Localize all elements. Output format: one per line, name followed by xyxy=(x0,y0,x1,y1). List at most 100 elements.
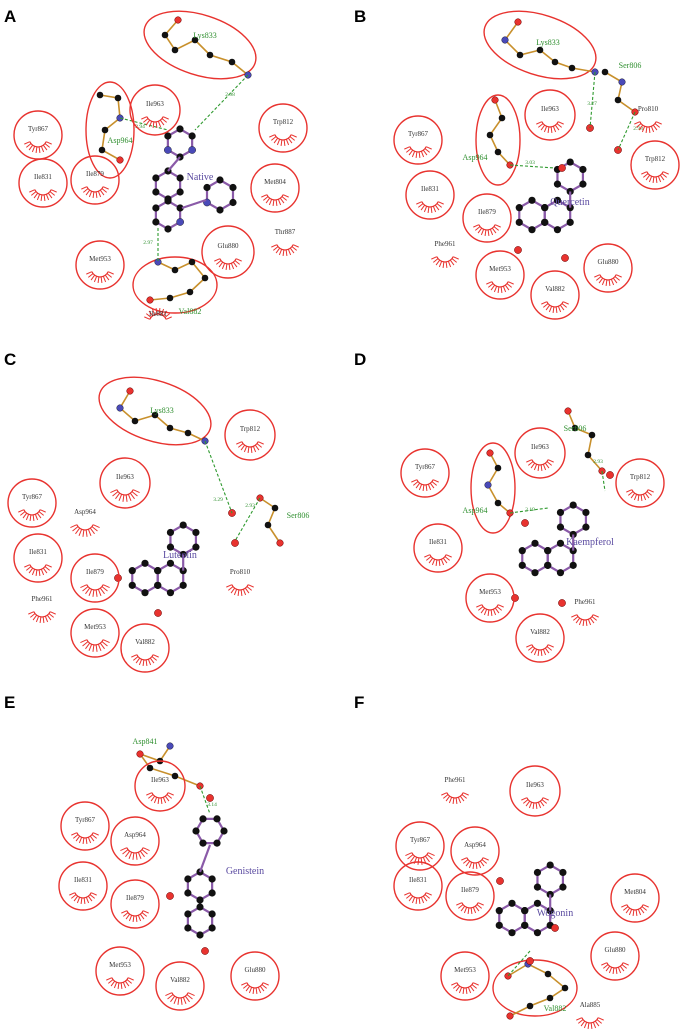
carbon-atom xyxy=(528,196,536,204)
residue-label: Glu880 xyxy=(605,946,627,954)
hydrophobic-spoke xyxy=(29,613,36,618)
hydrophobic-spoke xyxy=(621,904,627,908)
hydrophobic-spoke xyxy=(475,862,478,869)
hydrophobic-spoke xyxy=(652,176,655,183)
hydrophobic-spoke xyxy=(626,489,632,493)
hydrophobic-arc xyxy=(29,141,47,148)
carbon-atom xyxy=(216,176,224,184)
hydrogen-bond xyxy=(234,497,261,542)
carbon-atom xyxy=(508,899,516,907)
hydrophobic-spoke xyxy=(423,206,428,213)
hydrophobic-spoke xyxy=(155,308,158,315)
hydrophobic-spoke xyxy=(415,897,418,904)
bond-distance-label: 3.29 xyxy=(213,497,223,503)
panel-letter: F xyxy=(354,693,364,712)
hydrophobic-spoke xyxy=(429,482,435,489)
hydrophobic-spoke xyxy=(473,224,479,228)
carbon-atom xyxy=(228,58,236,66)
residue-circle xyxy=(258,103,308,153)
hydrophobic-spoke xyxy=(420,151,425,158)
hydrophobic-spoke xyxy=(537,464,540,471)
hydrophobic-arc xyxy=(231,584,249,591)
residue-label: Met804 xyxy=(264,178,286,186)
hydrophobic-spoke xyxy=(97,644,102,652)
residue-contact: Trp812 xyxy=(224,409,276,461)
hydrophobic-spoke xyxy=(445,795,451,802)
carbon-atom xyxy=(528,226,536,234)
hydrophobic-spoke xyxy=(442,557,448,564)
hydrophobic-spoke xyxy=(186,994,193,1000)
residue-contact: Phe961 xyxy=(431,240,459,268)
hydrophobic-arc xyxy=(246,982,264,989)
bonded-residue-label: Ser806 xyxy=(564,424,587,433)
ligand-name: Wogonin xyxy=(537,908,573,919)
carbon-atom xyxy=(516,51,524,59)
hydrophobic-spoke xyxy=(598,1017,604,1021)
hydrophobic-arc xyxy=(34,189,52,196)
residue-contact: Val882 xyxy=(120,623,170,673)
hydrophobic-spoke xyxy=(595,276,602,281)
carbon-atom xyxy=(114,94,122,102)
hydrophobic-spoke xyxy=(97,276,100,283)
hydrophobic-spoke xyxy=(83,897,86,904)
ligand-ring xyxy=(559,503,588,536)
carbon-atom xyxy=(213,839,221,847)
hydrophobic-spoke xyxy=(139,913,145,920)
oxygen-atom xyxy=(201,947,209,955)
hydrophobic-spoke xyxy=(120,982,123,989)
hydrophobic-spoke xyxy=(552,126,557,133)
carbon-atom xyxy=(208,875,216,883)
residue-circle xyxy=(440,951,490,1001)
residue-label: Ile879 xyxy=(86,170,104,178)
hydrophobic-spoke xyxy=(126,979,133,984)
hydrophobic-spoke xyxy=(244,587,250,594)
hydrophobic-spoke xyxy=(418,151,421,158)
carbon-atom xyxy=(101,126,109,134)
hydrophobic-spoke xyxy=(259,985,265,992)
hydrophobic-spoke xyxy=(404,892,410,896)
hydrophobic-arc xyxy=(416,479,434,486)
hydrophobic-spoke xyxy=(85,897,90,904)
oxygen-atom xyxy=(514,246,522,254)
carbon-atom xyxy=(569,561,577,569)
hydrophobic-spoke xyxy=(615,967,618,974)
carbon-atom xyxy=(553,196,562,204)
carbon-atom xyxy=(176,125,184,133)
carbon-atom xyxy=(494,148,502,156)
hydrophobic-spoke xyxy=(632,909,635,916)
carbon-atom xyxy=(176,174,184,182)
carbon-atom xyxy=(494,499,502,507)
hydrophobic-arc xyxy=(576,614,594,621)
residue-circle xyxy=(465,573,515,623)
hydrophobic-spoke xyxy=(585,619,588,626)
hydrophobic-spoke xyxy=(593,614,599,618)
bond-distance-label: 2.98 xyxy=(633,126,643,132)
carbon-atom xyxy=(569,547,577,555)
hydrophobic-spoke xyxy=(82,837,85,844)
hydrophobic-spoke xyxy=(166,316,172,320)
hydrophobic-arc xyxy=(436,256,454,263)
hydrophobic-spoke xyxy=(587,1022,590,1029)
oxygen-atom xyxy=(116,156,124,164)
hydrophobic-spoke xyxy=(173,997,178,1005)
ligand-ring xyxy=(166,127,194,159)
carbon-atom xyxy=(229,198,237,207)
hydrophobic-spoke xyxy=(498,604,504,608)
residue-contact: Ile963 xyxy=(134,760,186,812)
hydrophobic-spoke xyxy=(245,985,251,992)
hydrophobic-spoke xyxy=(642,173,649,178)
hydrophobic-spoke xyxy=(131,654,137,658)
carbon-atom xyxy=(498,114,506,122)
hydrophobic-spoke xyxy=(496,606,503,611)
hydrophobic-spoke xyxy=(637,494,640,501)
carbon-atom xyxy=(199,839,207,847)
hydrophobic-arc xyxy=(409,146,427,153)
hydrophobic-spoke xyxy=(139,850,145,858)
hydrogen-bond xyxy=(509,507,549,514)
ligand-name: Quercetin xyxy=(550,197,589,208)
hydrophobic-arc xyxy=(481,604,499,611)
hydrophobic-spoke xyxy=(242,589,247,596)
hydrophobic-spoke xyxy=(452,797,455,804)
ligand-name: Kaempferol xyxy=(566,537,614,548)
residue-label: Ile963 xyxy=(526,781,544,789)
